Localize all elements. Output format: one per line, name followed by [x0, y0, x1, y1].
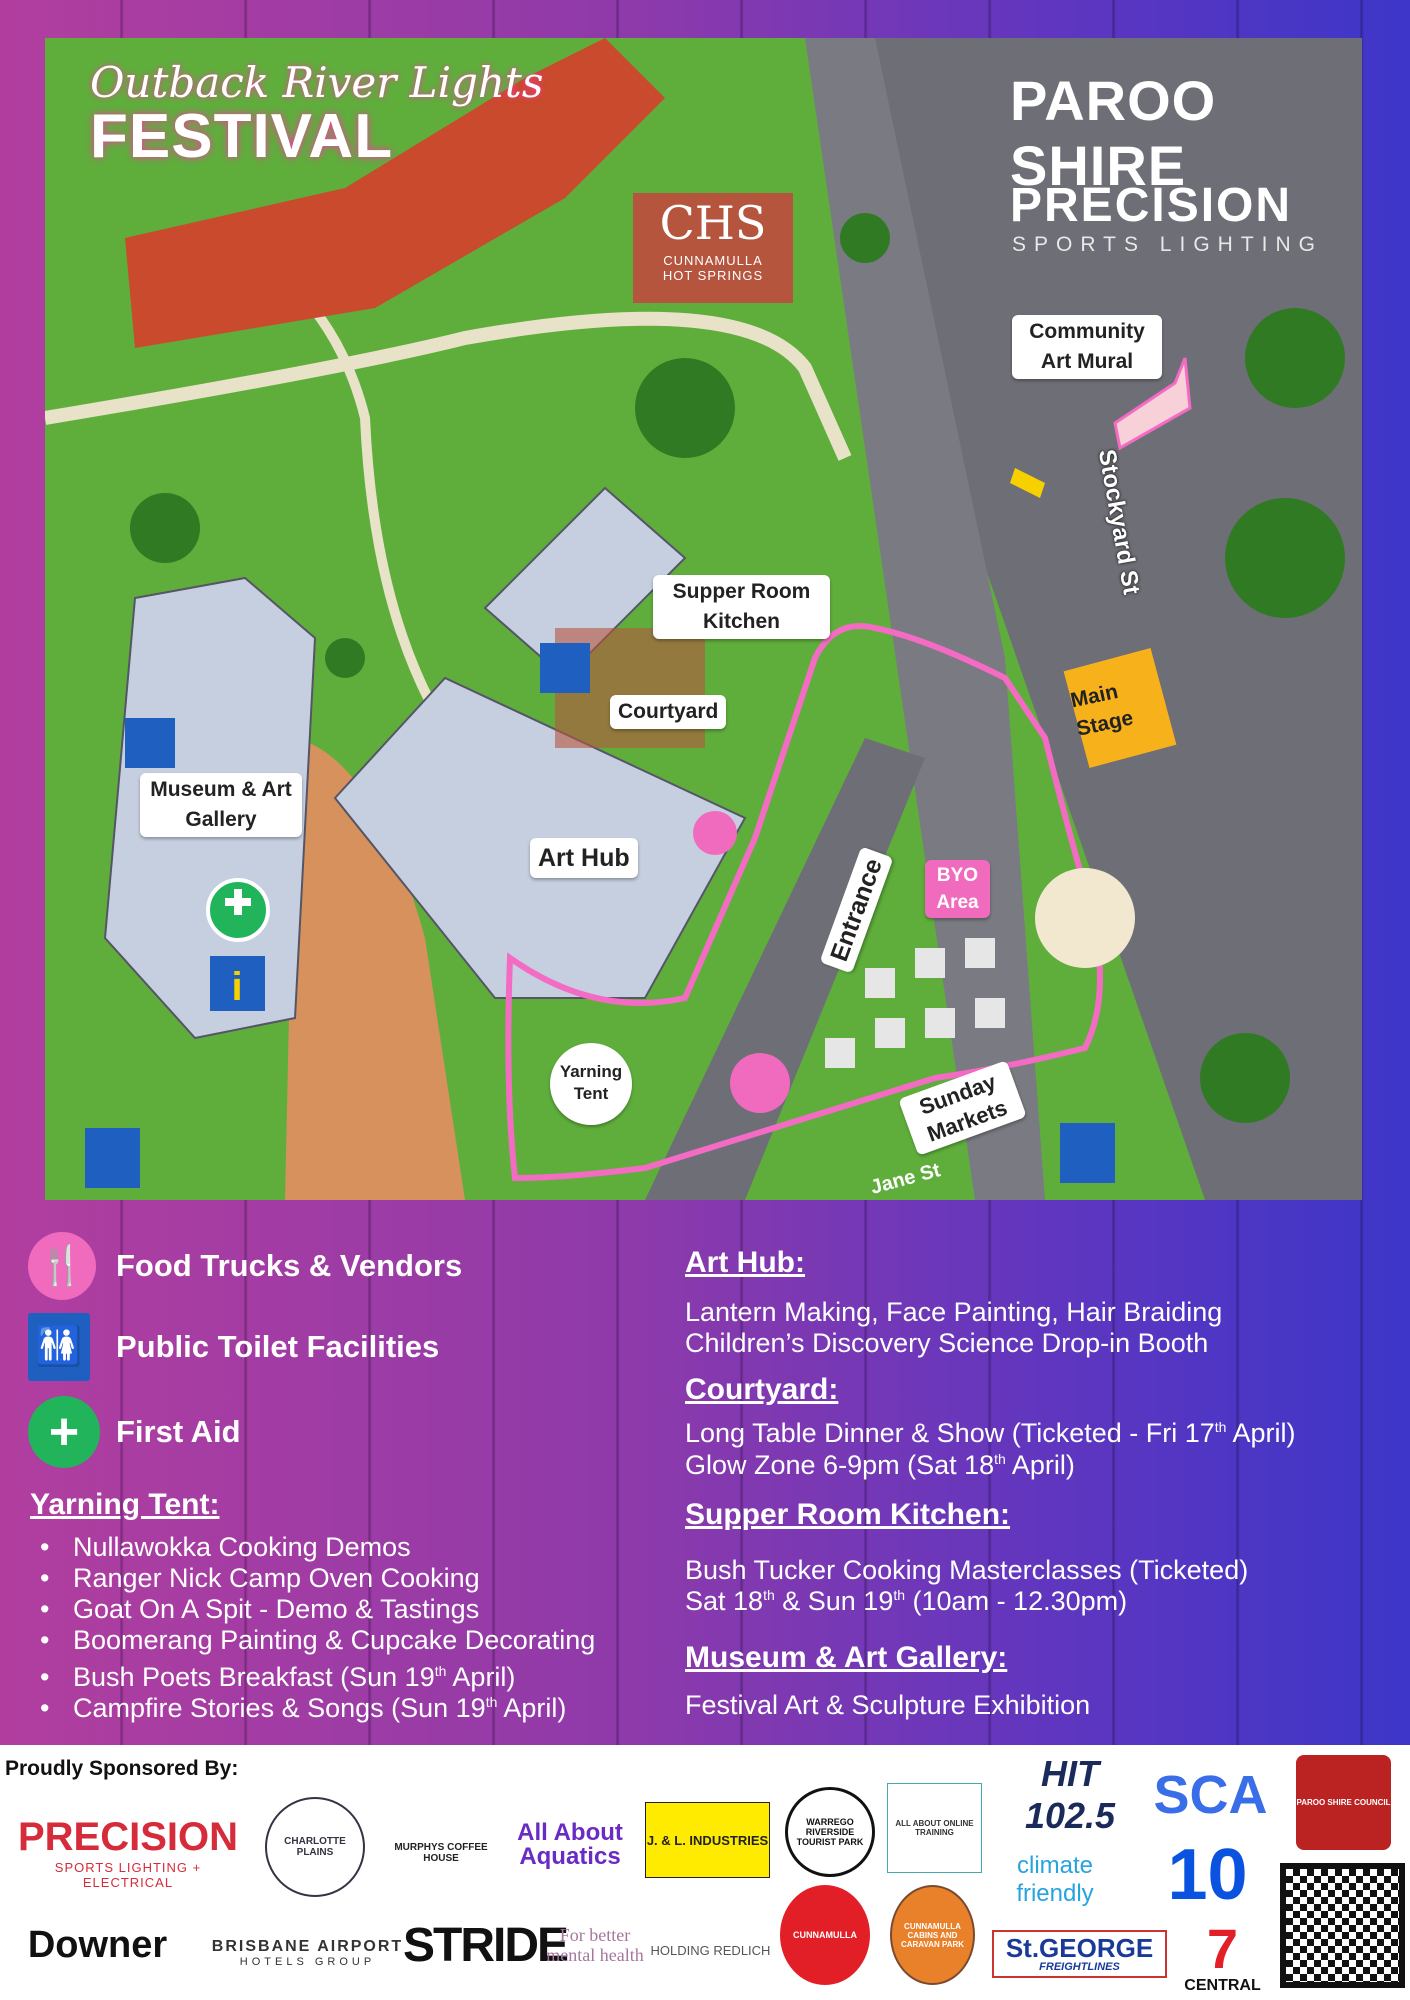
chs-logo: CHS CUNNAMULLA HOT SPRINGS [633, 193, 793, 303]
sponsor-text: St.GEORGE [1005, 1933, 1154, 1963]
sponsor-warrego: WARREGO RIVERSIDE TOURIST PARK [785, 1787, 875, 1877]
sponsor-precision: PRECISION SPORTS LIGHTING + ELECTRICAL [8, 1815, 248, 1890]
sponsor-channel-10: 10 [1167, 1835, 1248, 1915]
art-hub-line: Children’s Discovery Science Drop-in Boo… [685, 1328, 1209, 1358]
courtyard-line: Glow Zone 6-9pm (Sat 18th April) [685, 1450, 1075, 1480]
festival-logo-title: FESTIVAL [90, 102, 394, 171]
sponsor-jl-industries: J. & L. INDUSTRIES [645, 1802, 770, 1878]
sponsors-title: Proudly Sponsored By: [5, 1757, 239, 1780]
legend-toilet: 🚻 Public Toilet Facilities [28, 1313, 439, 1381]
sponsor-text: HOTELS GROUP [239, 1955, 376, 1968]
svg-text:i: i [231, 965, 242, 1009]
list-item: Nullawokka Cooking Demos [40, 1532, 595, 1563]
precision-logo: PRECISION [1010, 179, 1293, 232]
list-item: Boomerang Painting & Cupcake Decorating [40, 1625, 595, 1656]
museum-line: Festival Art & Sculpture Exhibition [685, 1690, 1091, 1720]
label-byo-area: BYO Area [925, 860, 990, 918]
sponsor-cunnamulla-tourist-park: CUNNAMULLA [780, 1885, 870, 1985]
chs-name: CUNNAMULLA [663, 253, 763, 268]
sponsor-all-about-online-training: ALL ABOUT ONLINE TRAINING [887, 1783, 982, 1873]
supper-room-heading: Supper Room Kitchen: [685, 1498, 1011, 1531]
sponsor-climate-friendly: climate friendly [1016, 1852, 1094, 1907]
festival-logo: Outback River Lights FESTIVAL [90, 58, 543, 172]
label-museum: Museum & Art Gallery [140, 773, 302, 837]
sponsor-holding-redlich: HOLDING REDLICH [650, 1942, 771, 1958]
list-item: Goat On A Spit - Demo & Tastings [40, 1594, 595, 1625]
food-icon: 🍴 [28, 1232, 96, 1300]
art-hub-heading: Art Hub: [685, 1246, 805, 1279]
sponsor-seven-central: 7 CENTRAL [1180, 1915, 1265, 2000]
label-supper-room-kitchen: Supper Room Kitchen [653, 575, 830, 639]
list-item: Bush Poets Breakfast (Sun 19th April) [40, 1656, 595, 1692]
legend-toilet-label: Public Toilet Facilities [116, 1329, 440, 1364]
qr-code[interactable] [1280, 1863, 1405, 1988]
courtyard-heading: Courtyard: [685, 1373, 839, 1406]
sponsor-text: BRISBANE AIRPORT [211, 1937, 404, 1955]
label-art-hub: Art Hub [530, 838, 638, 878]
sponsor-text: 7 [1206, 1916, 1239, 1980]
sponsor-hit: HIT 102.5 [1024, 1753, 1116, 1836]
sponsor-stride: STRIDE [403, 1918, 569, 1972]
sponsor-text: FREIGHTLINES [1039, 1961, 1120, 1973]
festival-map: i Outback River Lights FESTIVAL CHS CUNN… [45, 38, 1362, 1200]
sponsor-sca: SCA [1153, 1765, 1268, 1825]
sponsor-charlotte-plains: CHARLOTTE PLAINS [265, 1797, 365, 1897]
sponsor-stride-tagline: For better mental health [546, 1925, 644, 1965]
supper-room-line: Bush Tucker Cooking Masterclasses (Ticke… [685, 1555, 1249, 1585]
sponsor-murphys: MURPHYS COFFEE HOUSE [394, 1841, 488, 1864]
sponsor-text: SPORTS LIGHTING + ELECTRICAL [54, 1860, 202, 1890]
legend-food-label: Food Trucks & Vendors [116, 1248, 463, 1283]
sponsor-all-about-aquatics: All About Aquatics [517, 1819, 623, 1870]
yarning-tent-heading: Yarning Tent: [30, 1488, 220, 1521]
paroo-shire-logo: PAROO SHIRE [1010, 69, 1217, 197]
label-yarning-tent: Yarning Tent [550, 1043, 632, 1125]
courtyard-line: Long Table Dinner & Show (Ticketed - Fri… [685, 1418, 1296, 1448]
sponsor-text: CENTRAL [1184, 1976, 1261, 1994]
legend-first-aid-label: First Aid [116, 1414, 241, 1449]
art-hub-line: Lantern Making, Face Painting, Hair Brai… [685, 1297, 1223, 1327]
sponsor-st-george: St.GEORGE FREIGHTLINES [992, 1930, 1167, 1978]
list-item: Ranger Nick Camp Oven Cooking [40, 1563, 595, 1594]
sponsor-paroo-shire-council: PAROO SHIRE COUNCIL [1296, 1755, 1391, 1850]
supper-room-line: Sat 18th & Sun 19th (10am - 12.30pm) [685, 1586, 1128, 1616]
legend-food: 🍴 Food Trucks & Vendors [28, 1232, 462, 1300]
chs-sub: HOT SPRINGS [662, 268, 764, 283]
sponsor-downer: Downer [27, 1923, 168, 1966]
legend-first-aid: + First Aid [28, 1396, 241, 1468]
label-courtyard: Courtyard [610, 695, 727, 729]
yarning-tent-list: Nullawokka Cooking Demos Ranger Nick Cam… [40, 1532, 595, 1723]
first-aid-icon: + [28, 1396, 100, 1468]
toilet-icon: 🚻 [28, 1313, 90, 1381]
festival-logo-script: Outback River Lights [90, 58, 544, 107]
sponsors-panel: Proudly Sponsored By: PRECISION SPORTS L… [0, 1745, 1410, 2000]
chs-mark: CHS [659, 196, 767, 250]
sponsor-text: PRECISION [17, 1815, 239, 1859]
list-item: Campfire Stories & Songs (Sun 19th April… [40, 1687, 595, 1723]
museum-heading: Museum & Art Gallery: [685, 1641, 1008, 1674]
precision-logo-sub: SPORTS LIGHTING [1012, 233, 1323, 256]
sponsor-brisbane-airport: BRISBANE AIRPORT HOTELS GROUP [195, 1925, 420, 1980]
label-community-art-mural: Community Art Mural [1012, 315, 1162, 379]
sponsor-cunnamulla-cabins: CUNNAMULLA CABINS AND CARAVAN PARK [890, 1885, 975, 1985]
